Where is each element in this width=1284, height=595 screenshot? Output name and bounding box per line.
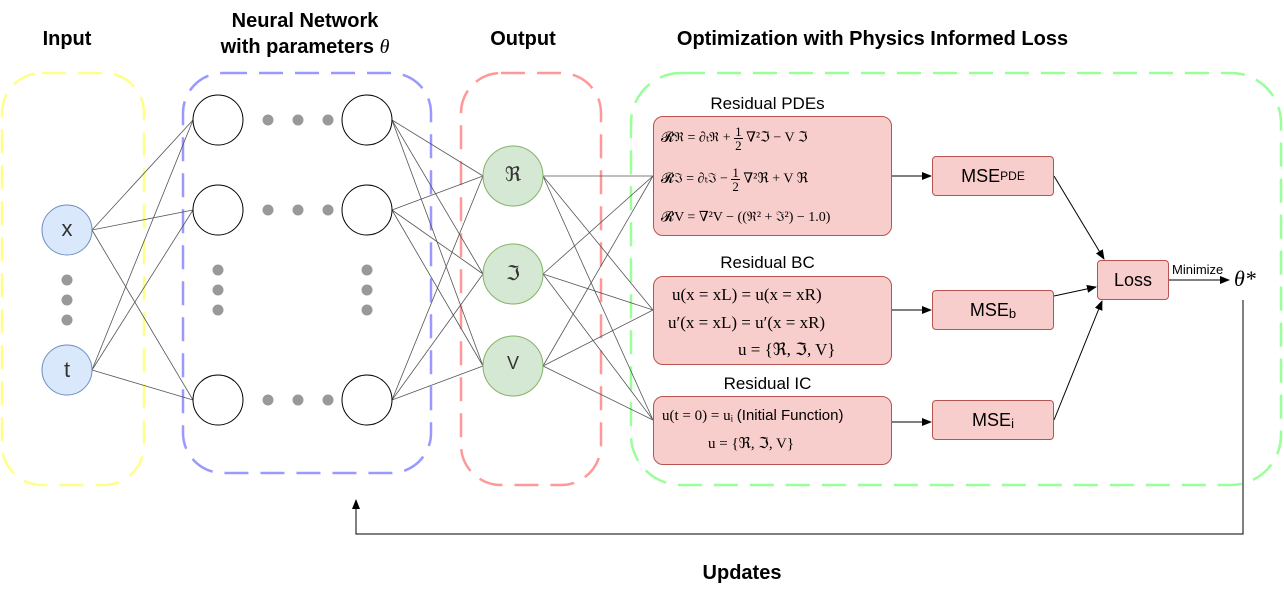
- updates-label: Updates: [702, 562, 782, 584]
- bc-variables: u = {ℜ, ℑ, V}: [738, 340, 836, 359]
- hidden-neuron: [192, 184, 244, 236]
- mse-pde-to-loss-arrow: [1053, 175, 1105, 260]
- ellipsis-dot: [361, 284, 373, 296]
- residual-ic-label: Residual IC: [723, 374, 812, 393]
- mse-b-to-loss-arrow: [1053, 284, 1097, 297]
- bc-equation-2: u′(x = xL) = u′(x = xR): [668, 313, 826, 332]
- output-residual-edge: [542, 175, 654, 367]
- network-header-line2: with parameters θ: [185, 36, 425, 59]
- output-residual-edge: [542, 309, 654, 367]
- ellipsis-dot: [61, 274, 73, 286]
- hidden-output-edge: [391, 209, 484, 275]
- optimization-header: Optimization with Physics Informed Loss: [676, 28, 1069, 50]
- residual-pdes-label: Residual PDEs: [710, 94, 825, 113]
- hidden-output-edge: [391, 365, 484, 401]
- update-feedback-arrow: [352, 300, 1244, 535]
- output-v-label: V: [506, 353, 519, 373]
- ellipsis-dot: [322, 114, 334, 126]
- pde-equation-potential: 𝓡V = ∇²V − ((ℜ² + ℑ²) − 1.0): [661, 210, 831, 225]
- ellipsis-dot: [262, 204, 274, 216]
- hidden-neuron: [341, 374, 393, 426]
- hidden-neuron: [341, 94, 393, 146]
- bc-equation-1: u(x = xL) = u(x = xR): [672, 285, 822, 304]
- ellipsis-dot: [292, 114, 304, 126]
- output-real-label: ℜ: [504, 164, 522, 186]
- hidden-neuron: [192, 374, 244, 426]
- ellipsis-dot: [292, 204, 304, 216]
- input-group-frame: [0, 71, 146, 487]
- output-residual-edge: [542, 273, 654, 311]
- ellipsis-dot: [292, 394, 304, 406]
- mse-i-to-loss-arrow: [1053, 300, 1103, 421]
- output-residual-edge: [542, 175, 654, 275]
- ellipsis-dot: [361, 264, 373, 276]
- input-hidden-edge: [91, 209, 194, 371]
- ellipsis-dot: [262, 394, 274, 406]
- output-header: Output: [490, 28, 556, 50]
- input-hidden-edge: [91, 119, 194, 231]
- hidden-neuron: [341, 184, 393, 236]
- ellipsis-dot: [212, 264, 224, 276]
- input-t-label: t: [63, 357, 71, 382]
- theta-star-label: θ*: [1234, 266, 1256, 291]
- input-hidden-edge: [91, 209, 194, 231]
- input-header: Input: [42, 28, 92, 50]
- output-node: [482, 335, 544, 397]
- hidden-output-edge: [391, 119, 484, 275]
- input-node: [41, 204, 93, 256]
- ellipsis-dot: [212, 284, 224, 296]
- output-node: [482, 145, 544, 207]
- ic-equation: u(t = 0) = uᵢ (Initial Function): [662, 407, 844, 424]
- ellipsis-dot: [61, 294, 73, 306]
- residual-ic-box: u(t = 0) = uᵢ (Initial Function) u = {ℜ,…: [653, 396, 892, 465]
- network-header-theta: θ: [379, 36, 390, 58]
- ellipsis-dot: [322, 394, 334, 406]
- output-imag-label: ℑ: [506, 263, 520, 285]
- input-x-label: x: [61, 216, 73, 241]
- loss-box: Loss: [1097, 260, 1169, 300]
- hidden-neuron: [192, 94, 244, 146]
- output-residual-edge: [542, 175, 654, 421]
- network-header-line1: Neural Network: [231, 10, 379, 32]
- ellipsis-dot: [361, 304, 373, 316]
- ellipsis-dot: [212, 304, 224, 316]
- ellipsis-dot: [262, 114, 274, 126]
- input-hidden-edge: [91, 119, 194, 371]
- ic-variables: u = {ℜ, ℑ, V}: [708, 436, 795, 452]
- output-node: [482, 243, 544, 305]
- input-hidden-edge: [91, 369, 194, 401]
- hidden-output-edge: [391, 119, 484, 177]
- output-group-frame: [459, 71, 603, 487]
- input-node: [41, 344, 93, 396]
- output-residual-edge: [542, 365, 654, 421]
- ellipsis-dot: [322, 204, 334, 216]
- output-residual-edge: [542, 175, 654, 311]
- network-header-text: with parameters: [220, 36, 374, 58]
- input-hidden-edge: [91, 229, 194, 401]
- optimization-group-frame: [629, 71, 1283, 487]
- hidden-output-edge: [391, 175, 484, 211]
- residual-bc-label: Residual BC: [720, 253, 815, 272]
- minimize-label: Minimize: [1172, 262, 1224, 277]
- ellipsis-dot: [61, 314, 73, 326]
- network-group-frame: [181, 71, 433, 475]
- hidden-output-edge: [391, 175, 484, 401]
- output-residual-edge: [542, 273, 654, 421]
- residual-bc-box: u(x = xL) = u(x = xR) u′(x = xL) = u′(x …: [653, 276, 892, 365]
- hidden-output-edge: [391, 273, 484, 401]
- hidden-output-edge: [391, 119, 484, 367]
